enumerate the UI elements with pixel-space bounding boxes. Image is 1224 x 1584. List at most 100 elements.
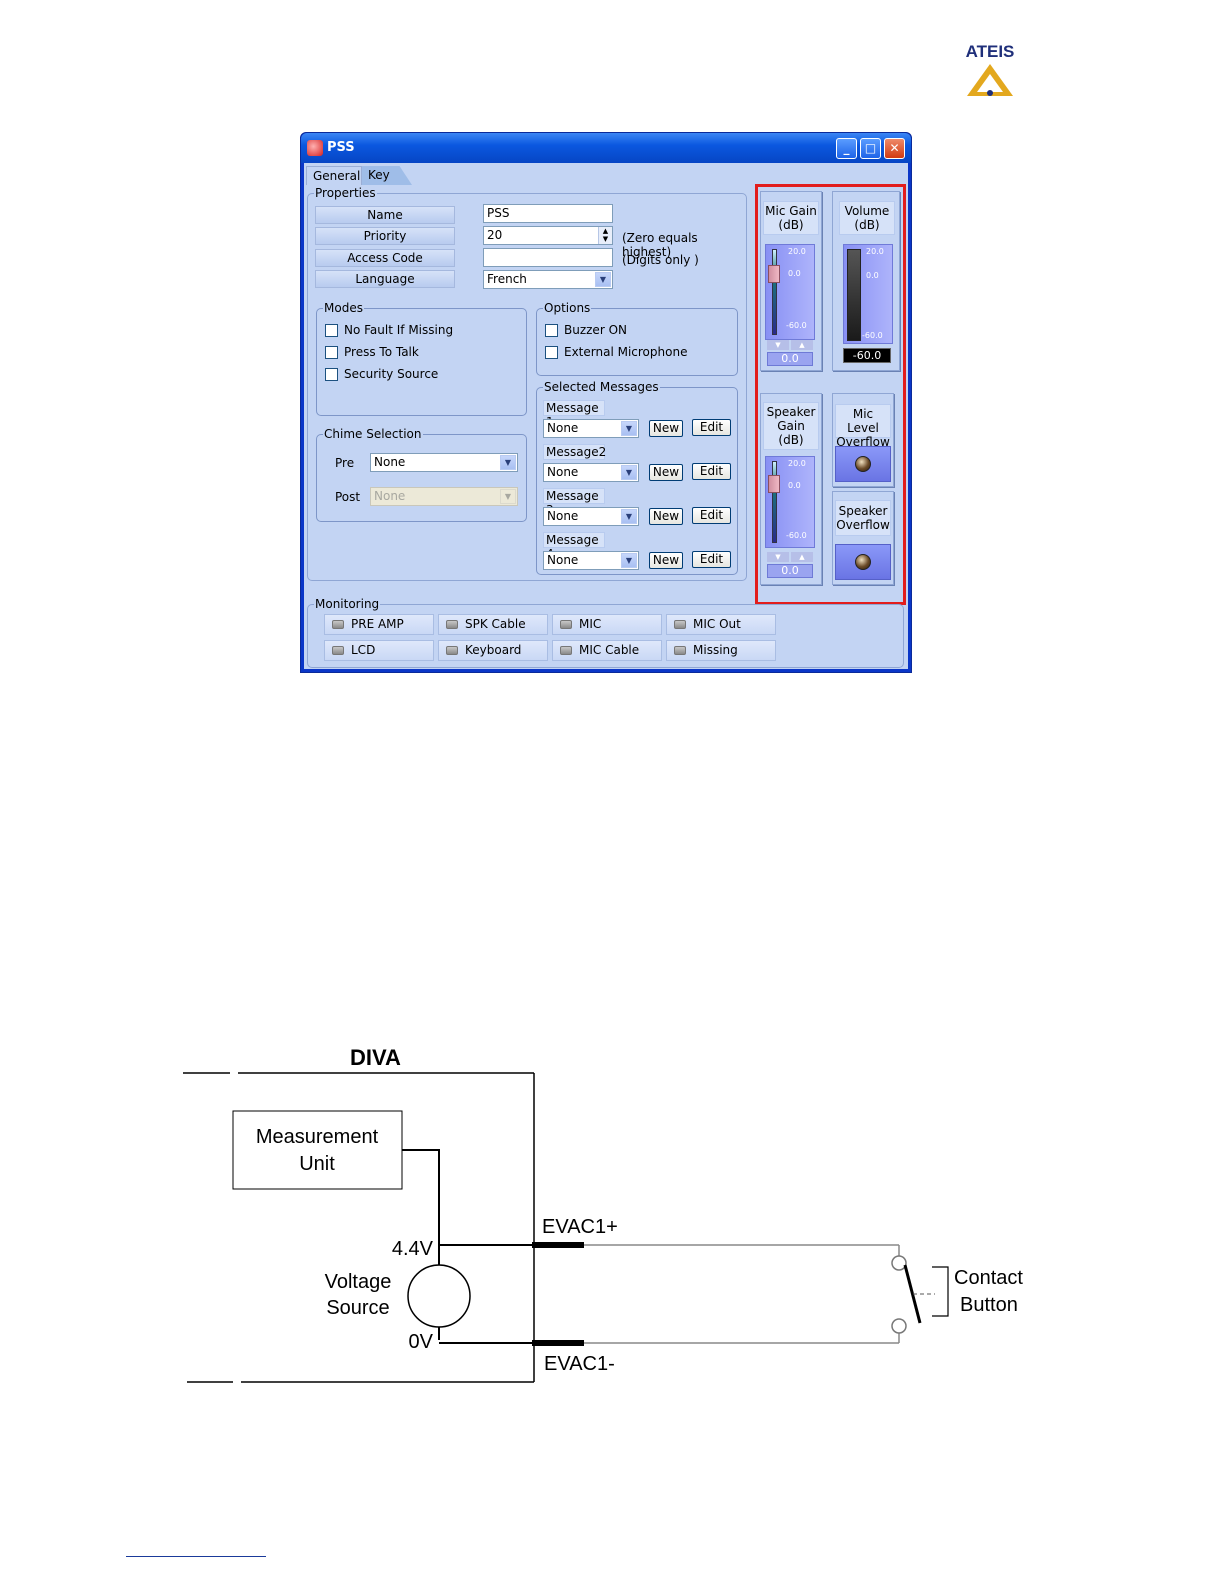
monitor-pre-amp: PRE AMP: [324, 614, 434, 635]
contact-bracket: [932, 1266, 949, 1317]
mic-level-overflow-panel: Mic Level Overflow: [832, 393, 894, 487]
monitor-label: SPK Cable: [465, 617, 526, 631]
priority-note: (Zero equals highest): [622, 231, 698, 259]
external-mic-label: External Microphone: [564, 345, 688, 359]
message-3-label: Message 3: [543, 488, 605, 517]
message-2-new-button[interactable]: New: [649, 464, 683, 481]
mic-gain-tick-top: 20.0: [788, 247, 806, 256]
message-2-value: None: [547, 465, 579, 479]
volume-label-line1: Volume: [844, 204, 890, 218]
checkbox-icon[interactable]: [325, 368, 338, 381]
mic-gain-down-icon[interactable]: ▼: [767, 340, 789, 350]
volume-tick-mid: 0.0: [866, 271, 879, 280]
chevron-down-icon[interactable]: ▼: [621, 421, 637, 436]
voltage-source-symbol: [407, 1264, 471, 1328]
minimize-button[interactable]: _: [836, 138, 857, 159]
evac-minus-label: EVAC1-: [544, 1353, 615, 1375]
message-4-select[interactable]: None▼: [543, 551, 639, 570]
mic-gain-track: [772, 249, 777, 335]
language-select[interactable]: French ▼: [483, 270, 613, 289]
name-input[interactable]: PSS: [483, 204, 613, 223]
message-4-edit-button[interactable]: Edit: [692, 551, 731, 568]
volume-tick-bot: -60.0: [862, 331, 883, 340]
speaker-gain-label-line2: Gain: [777, 419, 805, 433]
volume-meter: 20.0 0.0 -60.0: [843, 244, 893, 344]
chevron-down-icon[interactable]: ▼: [621, 553, 637, 568]
selected-messages-group: Selected Messages Message 1 None ▼ New Ed…: [536, 380, 738, 575]
message-2-select[interactable]: None ▼: [543, 463, 639, 482]
led-icon: [560, 646, 572, 655]
modes-group-label: Modes: [323, 301, 364, 315]
buzzer-on-checkbox[interactable]: Buzzer ON: [545, 323, 627, 337]
no-fault-checkbox[interactable]: No Fault If Missing: [325, 323, 453, 337]
led-icon: [674, 646, 686, 655]
priority-value: 20: [487, 228, 503, 242]
monitor-label: Missing: [693, 643, 738, 657]
message-1-edit-button[interactable]: Edit: [692, 419, 731, 436]
chevron-down-icon[interactable]: ▼: [595, 272, 611, 287]
press-to-talk-label: Press To Talk: [344, 345, 419, 359]
checkbox-icon[interactable]: [325, 324, 338, 337]
monitor-missing: Missing: [666, 640, 776, 661]
security-source-checkbox[interactable]: Security Source: [325, 367, 438, 381]
mic-gain-label-line2: (dB): [778, 218, 804, 232]
message-1-label: Message 1: [543, 400, 605, 429]
properties-group-label: Properties: [314, 186, 377, 200]
message-3-edit-button[interactable]: Edit: [692, 507, 731, 524]
message-1-select[interactable]: None▼: [543, 419, 639, 438]
message-3-new-button[interactable]: New: [649, 508, 683, 525]
checkbox-icon[interactable]: [545, 324, 558, 337]
speaker-gain-tick-bot: -60.0: [786, 531, 807, 540]
monitor-label: MIC: [579, 617, 602, 631]
speaker-gain-tick-mid: 0.0: [788, 481, 801, 490]
pss-window: PSS _ □ ✕ General Key Properties Name PS…: [300, 132, 912, 673]
pre-chime-select[interactable]: None ▼: [370, 453, 518, 472]
speaker-gain-value[interactable]: 0.0: [767, 564, 813, 578]
message-3-select[interactable]: None▼: [543, 507, 639, 526]
chevron-down-icon[interactable]: ▼: [500, 455, 516, 470]
mic-gain-tick-bot: -60.0: [786, 321, 807, 330]
chevron-down-icon[interactable]: ▼: [621, 509, 637, 524]
security-source-label: Security Source: [344, 367, 439, 381]
mic-gain-slider[interactable]: 20.0 0.0 -60.0: [765, 244, 815, 340]
chime-selection-group: Chime Selection Pre None ▼ Post None ▼: [316, 427, 527, 522]
mic-gain-thumb[interactable]: [768, 265, 780, 283]
speaker-overflow-panel: Speaker Overflow: [832, 491, 894, 585]
language-label: Language: [315, 270, 455, 288]
post-chime-select: None ▼: [370, 487, 518, 506]
diagram-title: DIVA: [350, 1045, 401, 1070]
tab-key[interactable]: Key: [362, 166, 412, 185]
overflow-lamp-icon: [855, 456, 871, 472]
priority-stepper[interactable]: 20 ▲▼: [483, 226, 613, 245]
maximize-button[interactable]: □: [860, 138, 881, 159]
mic-gain-value[interactable]: 0.0: [767, 352, 813, 366]
options-group-label: Options: [543, 301, 592, 315]
mic-level-overflow-indicator: [835, 446, 891, 482]
led-icon: [560, 620, 572, 629]
mic-level-overflow-line2: Overflow: [836, 435, 890, 449]
mic-gain-panel: Mic Gain (dB) 20.0 0.0 -60.0 ▼ ▲ 0.0: [760, 191, 822, 371]
properties-group: Properties Name PSS Priority 20 ▲▼ (Zero…: [307, 186, 747, 581]
pre-label: Pre: [335, 456, 355, 470]
close-button[interactable]: ✕: [884, 138, 905, 159]
checkbox-icon[interactable]: [545, 346, 558, 359]
press-to-talk-checkbox[interactable]: Press To Talk: [325, 345, 419, 359]
chevron-down-icon[interactable]: ▼: [621, 465, 637, 480]
message-2-edit-button[interactable]: Edit: [692, 463, 731, 480]
language-value: French: [487, 272, 527, 286]
external-mic-checkbox[interactable]: External Microphone: [545, 345, 687, 359]
checkbox-icon[interactable]: [325, 346, 338, 359]
speaker-gain-panel: Speaker Gain (dB) 20.0 0.0 -60.0 ▼ ▲ 0.0: [760, 393, 822, 585]
tab-general[interactable]: General: [306, 166, 362, 185]
speaker-gain-up-icon[interactable]: ▲: [791, 552, 813, 562]
mic-gain-up-icon[interactable]: ▲: [791, 340, 813, 350]
speaker-gain-thumb[interactable]: [768, 475, 780, 493]
messages-group-label: Selected Messages: [543, 380, 660, 394]
message-1-new-button[interactable]: New: [649, 420, 683, 437]
speaker-gain-down-icon[interactable]: ▼: [767, 552, 789, 562]
title-bar[interactable]: PSS _ □ ✕: [301, 133, 911, 163]
access-code-input[interactable]: [483, 248, 613, 267]
message-4-new-button[interactable]: New: [649, 552, 683, 569]
priority-spin-icon[interactable]: ▲▼: [598, 227, 612, 244]
speaker-gain-slider[interactable]: 20.0 0.0 -60.0: [765, 456, 815, 548]
